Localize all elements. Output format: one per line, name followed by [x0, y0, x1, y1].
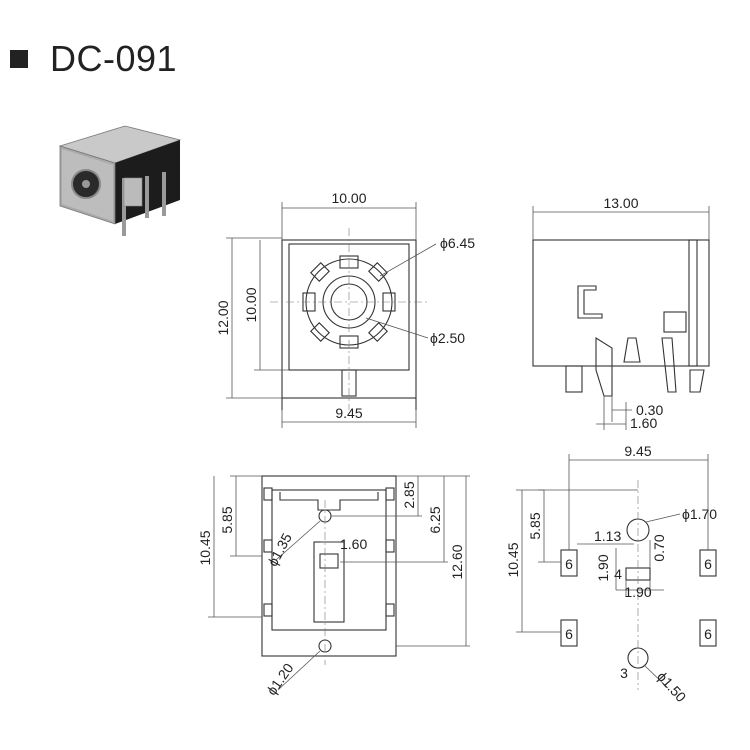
dim-190-horizontal: 1.90	[624, 584, 651, 600]
dim-113: 1.13	[594, 528, 621, 544]
dim-625: 6.25	[427, 506, 443, 533]
slot-label: 4	[614, 566, 622, 582]
dim-hole-small: ϕ1.35	[264, 530, 295, 569]
dim-pin-thickness: 0.30	[636, 402, 663, 418]
page-title: DC-091	[50, 38, 178, 79]
dim-585-bottom: 5.85	[219, 506, 235, 533]
pad-label-tl: 6	[565, 556, 573, 572]
dim-1045-bottom: 10.45	[197, 530, 213, 565]
side-pin-2	[661, 337, 677, 393]
pad-bottom-right	[699, 619, 717, 647]
side-spring-clip	[577, 285, 603, 319]
pad-label-tr: 6	[704, 556, 712, 572]
side-view: 13.00 0.30 1.60	[532, 195, 710, 431]
dim-pin-width: 1.60	[630, 415, 657, 431]
dim-hole-lower: ϕ1.20	[263, 660, 296, 698]
pad-label-br: 6	[704, 626, 712, 642]
front-contact-tabs	[302, 255, 396, 349]
dim-1260: 12.60	[449, 544, 465, 579]
bottom-view: 5.85 10.45 2.85 6.25 12.60 ϕ1.35 1.60 ϕ1…	[197, 475, 470, 698]
dim-190-vertical: 1.90	[595, 554, 611, 581]
dim-slot-width: 1.60	[340, 536, 367, 552]
title-block: DC-091	[10, 38, 177, 80]
front-view: 10.00 12.00 10.00 9.45 ϕ6.45 ϕ2.50	[215, 190, 475, 428]
title-bullet-icon	[10, 50, 28, 68]
hole-label: 3	[620, 665, 628, 681]
dim-070: 0.70	[651, 534, 667, 561]
dim-hole-bottom: ϕ1.50	[654, 668, 690, 705]
dim-outer-diameter: ϕ6.45	[440, 235, 475, 251]
product-photo	[58, 125, 182, 236]
pad-bottom-left	[560, 619, 578, 647]
dim-585-pcb: 5.85	[527, 512, 543, 539]
dim-285: 2.85	[401, 481, 417, 508]
pcb-layout: 6 6 6 6 4 3 9.45 5.85 10.45 1.13 0.70 1.…	[505, 443, 717, 705]
side-pin-1	[595, 337, 613, 397]
bottom-body-outline	[261, 475, 397, 657]
dim-height: 12.00	[215, 300, 231, 335]
dim-length: 13.00	[603, 195, 638, 211]
dim-pin-diameter: ϕ2.50	[430, 330, 465, 346]
dim-width: 10.00	[331, 190, 366, 206]
dim-pcb-width: 9.45	[624, 443, 651, 459]
pad-label-bl: 6	[565, 626, 573, 642]
dim-1045-pcb: 10.45	[505, 542, 521, 577]
dim-hole-top: ϕ1.70	[682, 506, 717, 522]
dim-body-height: 10.00	[243, 287, 259, 322]
dim-bottom-width: 9.45	[335, 405, 362, 421]
